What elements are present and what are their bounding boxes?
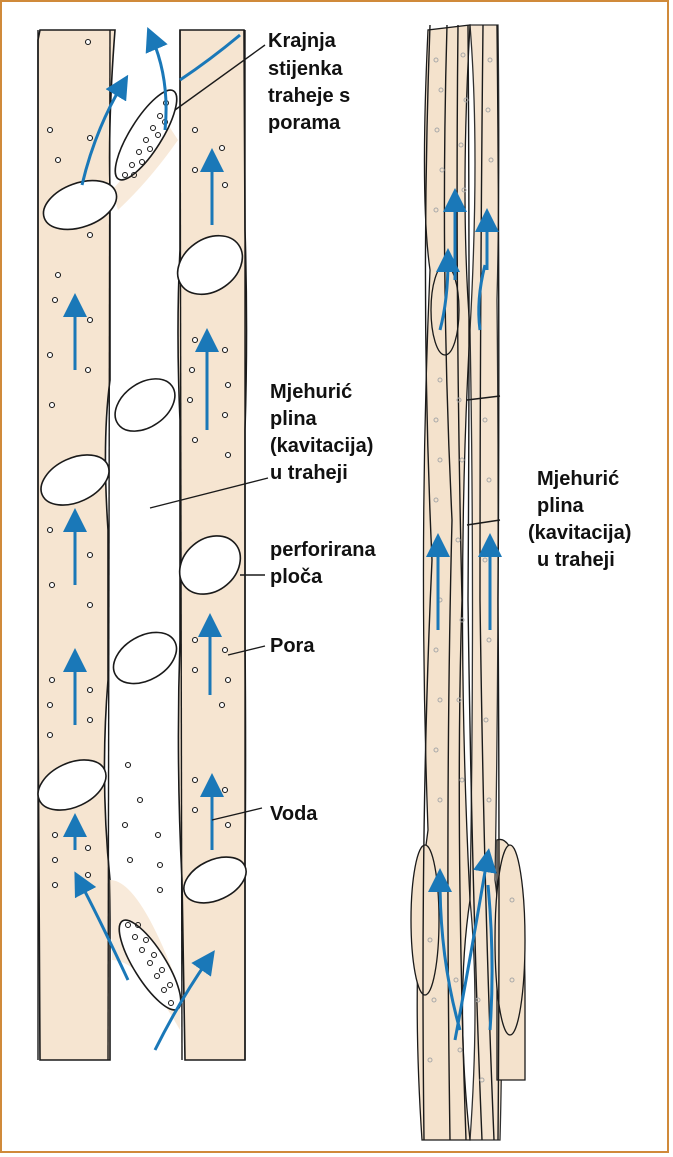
svg-text:Krajnja: Krajnja	[268, 30, 337, 52]
svg-text:(kavitacija): (kavitacija)	[528, 522, 631, 544]
svg-text:plina: plina	[537, 495, 585, 517]
svg-text:u traheji: u traheji	[270, 462, 348, 484]
left-vessel-diagram	[30, 30, 268, 1060]
svg-text:Mjehurić: Mjehurić	[537, 468, 619, 490]
svg-text:u traheji: u traheji	[537, 549, 615, 571]
svg-text:plina: plina	[270, 408, 318, 430]
svg-text:porama: porama	[268, 112, 341, 134]
right-tracheid-diagram	[411, 25, 525, 1140]
svg-text:traheje s: traheje s	[268, 85, 350, 107]
label-water: Voda	[270, 803, 318, 825]
svg-text:Mjehurić: Mjehurić	[270, 381, 352, 403]
svg-text:stijenka: stijenka	[268, 58, 343, 80]
label-perforated-plate: perforirana ploča	[270, 539, 376, 588]
label-end-wall: Krajnja stijenka traheje s porama	[268, 30, 350, 134]
label-gas-bubble-left: Mjehurić plina (kavitacija) u traheji	[270, 381, 373, 484]
label-pore: Pora	[270, 635, 315, 657]
perforation-plate-6	[105, 622, 186, 694]
perforation-plate-3	[105, 368, 184, 442]
svg-text:(kavitacija): (kavitacija)	[270, 435, 373, 457]
label-gas-bubble-right: Mjehurić plina (kavitacija) u traheji	[528, 468, 631, 571]
svg-text:perforirana: perforirana	[270, 539, 376, 561]
svg-text:ploča: ploča	[270, 566, 323, 588]
